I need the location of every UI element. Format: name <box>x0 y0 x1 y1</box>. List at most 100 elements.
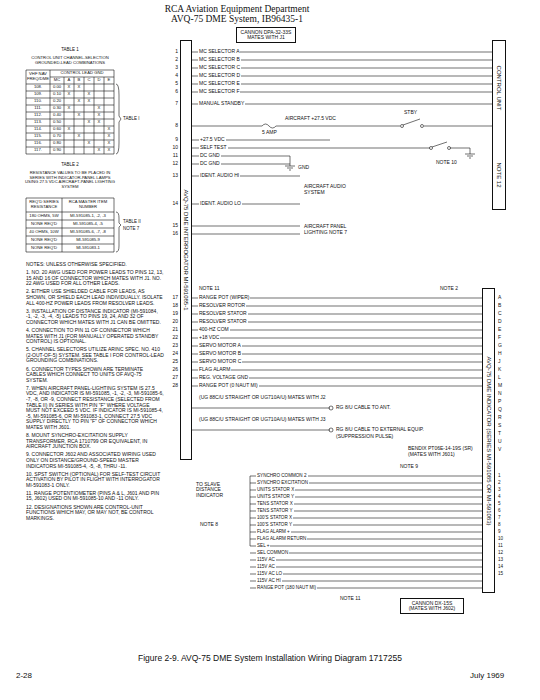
wire-label: 400-HZ COM <box>198 327 230 333</box>
label-text: RG 8/U CABLE TO ANT. <box>336 405 391 411</box>
label-text: 2 <box>175 57 178 63</box>
table-grid <box>26 70 114 154</box>
label-text: 6 <box>175 89 178 95</box>
label-text: FLAG ALARM RETURN <box>256 536 307 541</box>
label-text: MI-591085-9 <box>76 238 100 243</box>
label-text: 27 <box>172 375 178 381</box>
label-text: FLAG ALARM + <box>256 529 291 534</box>
ground-symbol <box>285 154 475 170</box>
label-text: 3 <box>498 487 501 492</box>
label-text: 10 <box>172 145 178 151</box>
label-text: BENDIX PT06E-14-19S (SR) (MATES WITH J60… <box>408 446 478 457</box>
label-text: 0.40 <box>53 113 61 118</box>
label-text: X <box>88 141 91 146</box>
label-text: TABLE II <box>123 219 141 224</box>
label-text: X <box>98 148 101 153</box>
label-text: X <box>78 113 81 118</box>
label-text: AIRCRAFT PANEL LIGHTING NOTE 7 <box>304 224 352 235</box>
label-text: 6. CONNECTOR TYPES SHOWN ARE TERMINATE C… <box>26 367 164 384</box>
label-text: 40 OHMS, 10W <box>29 230 58 235</box>
label-text: 20 <box>172 319 178 325</box>
label-text: X <box>108 148 111 153</box>
label-text: (SUPPRESSION PULSE) <box>336 434 393 440</box>
label-text: VHF NAV FREQ/DME <box>26 72 50 81</box>
label-text: 115. <box>34 134 42 139</box>
wire-label: SERVO MOTOR C <box>198 359 242 365</box>
label-text: 9 <box>498 529 501 534</box>
label-text: 7 <box>498 515 501 520</box>
label-text: 2. EITHER USE SHIELDED CABLE FOR LEADS, … <box>26 289 164 306</box>
label-text: 12. DESIGNATIONS SHOWN ARE CONTROL-UNIT … <box>26 505 164 522</box>
wire <box>192 330 482 331</box>
coax-connector <box>329 428 333 432</box>
wire-label: SERVO MOTOR B <box>198 351 242 357</box>
label-text: 12 <box>498 550 503 555</box>
label-text: 0.50 <box>53 120 61 125</box>
label-text: 10. SPST SWITCH (OPTIONAL) FOR SELF-TEST… <box>26 472 164 489</box>
wire-label: MC SELECTOR F <box>198 89 240 95</box>
node-text: NOTE 12 <box>496 163 502 188</box>
fuse-symbol <box>262 124 276 128</box>
switch-blade <box>432 142 447 147</box>
label-text: X <box>78 99 81 104</box>
label-text: 0.60 <box>53 127 61 132</box>
label-text: DC GND <box>199 153 221 159</box>
label-text: 100'S STATOR Y <box>256 522 293 527</box>
label-text: 0.70 <box>53 134 61 139</box>
label-text: 0.90 <box>53 148 61 153</box>
wire-label: RESOLVER STATOR <box>198 319 248 325</box>
label-text: TENS STATOR X <box>256 501 294 506</box>
label-text: MC <box>54 78 61 83</box>
wire-label: MC SELECTOR B <box>198 57 241 63</box>
label-text: 100'S STATOR X <box>256 515 293 520</box>
connector-block: CONTROL UNITNOTE 12 <box>492 40 506 210</box>
label-text: S <box>498 423 501 429</box>
label-text: RG 8/U CABLE TO EXTERNAL EQUIP. <box>336 427 424 433</box>
label-text: 21 <box>172 327 178 333</box>
label-text: 2 <box>498 480 501 485</box>
label-text: 109. <box>34 92 42 97</box>
label-text: 15 <box>498 571 503 576</box>
label-text: CONTROL UNIT CHANNEL-SELECTION GROUNDED-… <box>24 56 116 65</box>
wire-label: SERVO MOTOR A <box>198 343 242 349</box>
label-text: 10 <box>498 536 503 541</box>
label-text: NOTE 7 <box>123 226 139 231</box>
label-text: 4 <box>175 73 178 79</box>
label-text: 1 <box>498 473 501 478</box>
label-text: TENS STATOR Y <box>256 508 294 513</box>
label-text: X <box>98 120 101 125</box>
label-text: 8 <box>498 522 501 527</box>
label-text: 23 <box>172 343 178 349</box>
label-text: X <box>108 127 111 132</box>
label-text: 28 <box>172 383 178 389</box>
node-text: CANNON DX-15S (MATES WITH J602) <box>403 601 461 612</box>
label-text: 17 <box>172 295 178 301</box>
label-text: A <box>68 78 71 83</box>
table-brace <box>116 84 121 154</box>
wire-label: +18 VDC <box>198 335 220 341</box>
label-text: STBY <box>404 110 417 116</box>
label-text: NOTE 11 <box>340 596 360 602</box>
label-text: N <box>498 391 502 397</box>
label-text: 0.30 <box>53 106 61 111</box>
label-text: 16 <box>172 231 178 237</box>
label-text: X <box>88 92 91 97</box>
label-text: AIRCRAFT +27.5 VDC <box>285 116 336 122</box>
label-text: NONE REQ'D <box>31 222 57 227</box>
label-text: 8 <box>175 123 178 129</box>
label-text: 11. RANGE POTENTIOMETER (PINS A & L, J60… <box>26 491 164 502</box>
coax-connector <box>329 406 333 410</box>
wire <box>192 338 482 339</box>
label-text: (UG 88C/U STRAIGHT OR UG710A/U) MATES WI… <box>199 395 326 401</box>
label-text: V <box>498 447 501 453</box>
label-text: D <box>498 319 502 325</box>
label-text: 26 <box>172 367 178 373</box>
label-text: MI-591085-4, -5 <box>73 222 103 227</box>
label-text: R <box>498 415 502 421</box>
label-text: REQ'D SERIES RESISTANCE <box>27 200 61 209</box>
label-text: NONE REQ'D <box>31 238 57 243</box>
label-text: Q <box>498 407 502 413</box>
label-text: IDENT. AUDIO HI <box>199 173 240 179</box>
label-text: 113. <box>34 120 42 125</box>
label-text: MI-591083-1 <box>76 246 100 251</box>
